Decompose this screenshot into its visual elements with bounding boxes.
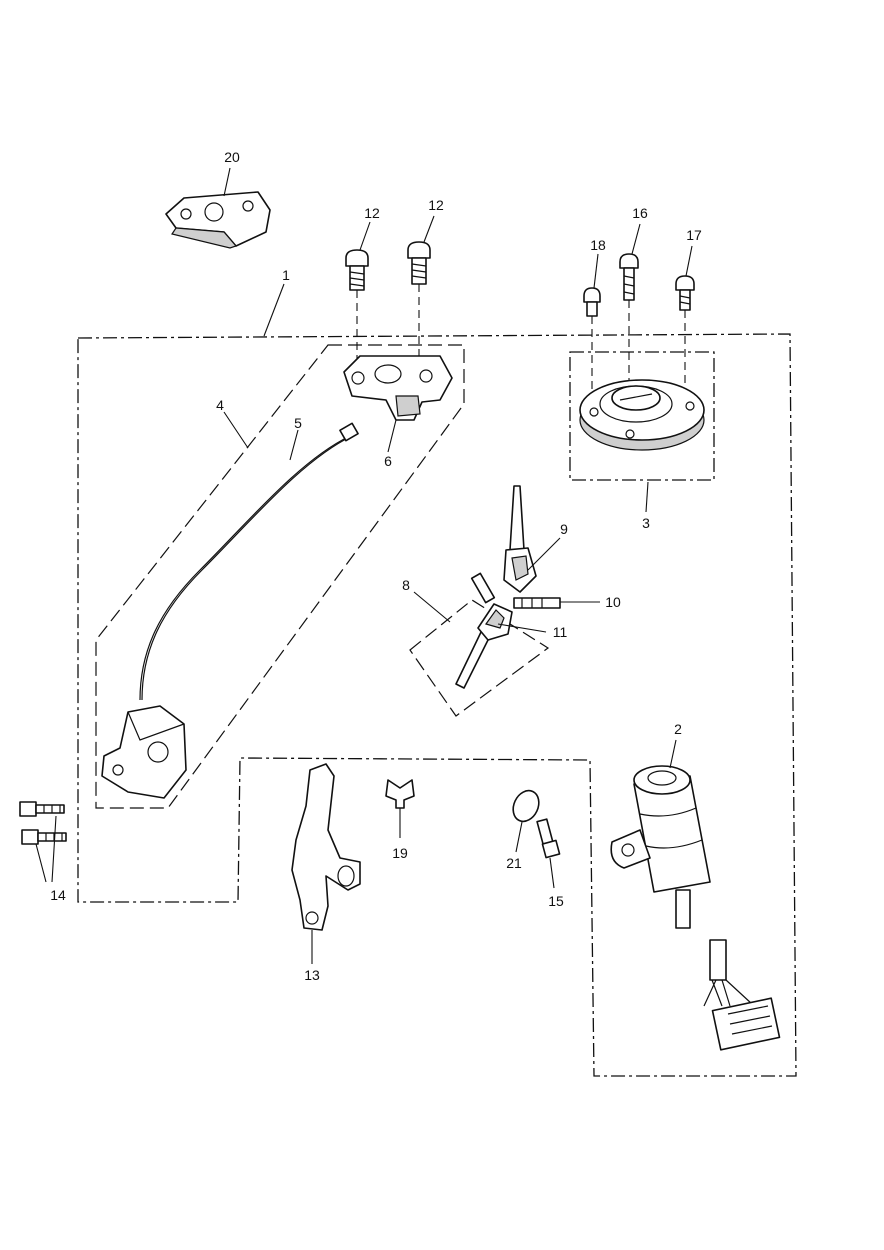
cable-connector-part [339, 422, 359, 442]
key-part-11 [455, 603, 513, 689]
transponder-housing-part [343, 355, 453, 421]
screw-part-17 [675, 275, 695, 311]
callout-3: 3 [642, 515, 650, 531]
antenna-sensor-part [101, 705, 187, 799]
leader-3 [645, 481, 649, 513]
leader-17 [685, 245, 693, 277]
lever-part [291, 763, 361, 931]
leader-6 [387, 419, 397, 453]
callout-18: 18 [590, 237, 606, 253]
washer-part [512, 789, 540, 823]
screw-part-16 [619, 253, 639, 301]
bracket-plate-part [165, 191, 271, 249]
callout-11: 11 [553, 624, 568, 640]
callout-9: 9 [560, 521, 568, 537]
leader-18 [593, 253, 599, 289]
key-tag-part-10 [513, 597, 561, 609]
callout-14: 14 [50, 887, 66, 903]
key-ring-part [470, 572, 496, 604]
transponder-cable-part [139, 435, 351, 701]
leader-9 [527, 537, 561, 571]
bolt-part-15 [536, 818, 561, 859]
callout-12b: 12 [428, 197, 444, 213]
callout-19: 19 [392, 845, 408, 861]
assembly-boundary-lock [569, 351, 715, 481]
callout-17: 17 [686, 227, 702, 243]
leader-5 [289, 429, 299, 461]
callout-10: 10 [605, 594, 621, 610]
key-part-9 [503, 485, 537, 593]
leader-14 [35, 815, 57, 883]
leader-1 [263, 283, 285, 337]
callout-16: 16 [632, 205, 648, 221]
callout-12a: 12 [364, 205, 380, 221]
callout-8: 8 [402, 577, 410, 593]
bolt-part-14b [21, 829, 67, 845]
leader-11 [497, 623, 547, 633]
leader-16 [631, 223, 641, 255]
leader-20 [223, 167, 231, 197]
callout-13: 13 [304, 967, 320, 983]
callout-21: 21 [506, 855, 522, 871]
leader-12b [423, 215, 435, 243]
callout-20: 20 [224, 149, 240, 165]
callout-5: 5 [294, 415, 302, 431]
leader-15 [549, 857, 555, 889]
assembly-boundary-keys [409, 599, 550, 717]
clip-part [385, 779, 415, 809]
callout-15: 15 [548, 893, 564, 909]
leader-12a [359, 221, 371, 251]
leader-21 [515, 821, 523, 853]
callout-4: 4 [216, 397, 224, 413]
bolt-part-14a [19, 801, 65, 817]
screw-part-12b [407, 241, 431, 285]
callout-6: 6 [384, 453, 392, 469]
leader-8 [413, 591, 451, 623]
ignition-switch-part [610, 765, 781, 1051]
assembly-boundary-main [77, 333, 797, 1077]
leader-4 [223, 411, 249, 449]
callout-1: 1 [282, 267, 290, 283]
leader-2 [669, 739, 677, 769]
lock-cap-part [579, 379, 705, 451]
screw-part-18 [583, 287, 601, 317]
callout-2: 2 [674, 721, 682, 737]
screw-part-12a [345, 249, 369, 291]
